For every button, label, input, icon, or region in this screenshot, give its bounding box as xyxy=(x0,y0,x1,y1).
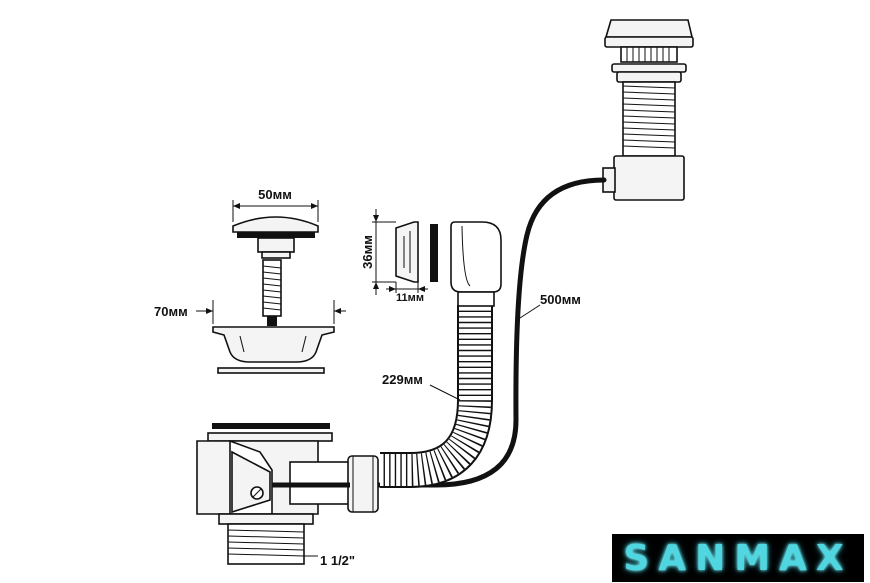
overflow-plate xyxy=(395,221,419,283)
drain-flange xyxy=(212,326,335,374)
overflow-gasket xyxy=(430,224,438,282)
cap-width-label: 50мм xyxy=(258,187,292,202)
click-clack-stopper xyxy=(232,216,319,326)
cap-width-dimension: 50мм xyxy=(232,187,319,222)
thread-size-annotation: 1 1/2" xyxy=(304,553,355,568)
brand-logo-text: SANMAX xyxy=(623,537,853,579)
cable-length-annotation: 500мм xyxy=(519,292,581,319)
control-cable xyxy=(292,177,607,488)
flange-width-dimension: 70мм xyxy=(154,300,346,324)
overflow-elbow xyxy=(450,221,502,307)
overflow-depth-label: 11мм xyxy=(396,292,424,304)
overflow-actuator xyxy=(602,19,694,201)
overflow-depth-dimension: 11мм xyxy=(386,282,428,304)
cable-length-label: 500мм xyxy=(540,292,581,307)
overflow-height-dimension: 36мм xyxy=(360,209,396,295)
drain-body xyxy=(196,423,379,565)
hose-length-label: 229мм xyxy=(382,372,423,387)
overflow-height-label: 36мм xyxy=(360,235,375,269)
flange-width-label: 70мм xyxy=(154,304,188,319)
brand-logo: SANMAX xyxy=(612,534,864,582)
corrugated-hose xyxy=(380,305,493,488)
thread-size-label: 1 1/2" xyxy=(320,553,355,568)
hose-length-annotation: 229мм xyxy=(382,372,461,401)
